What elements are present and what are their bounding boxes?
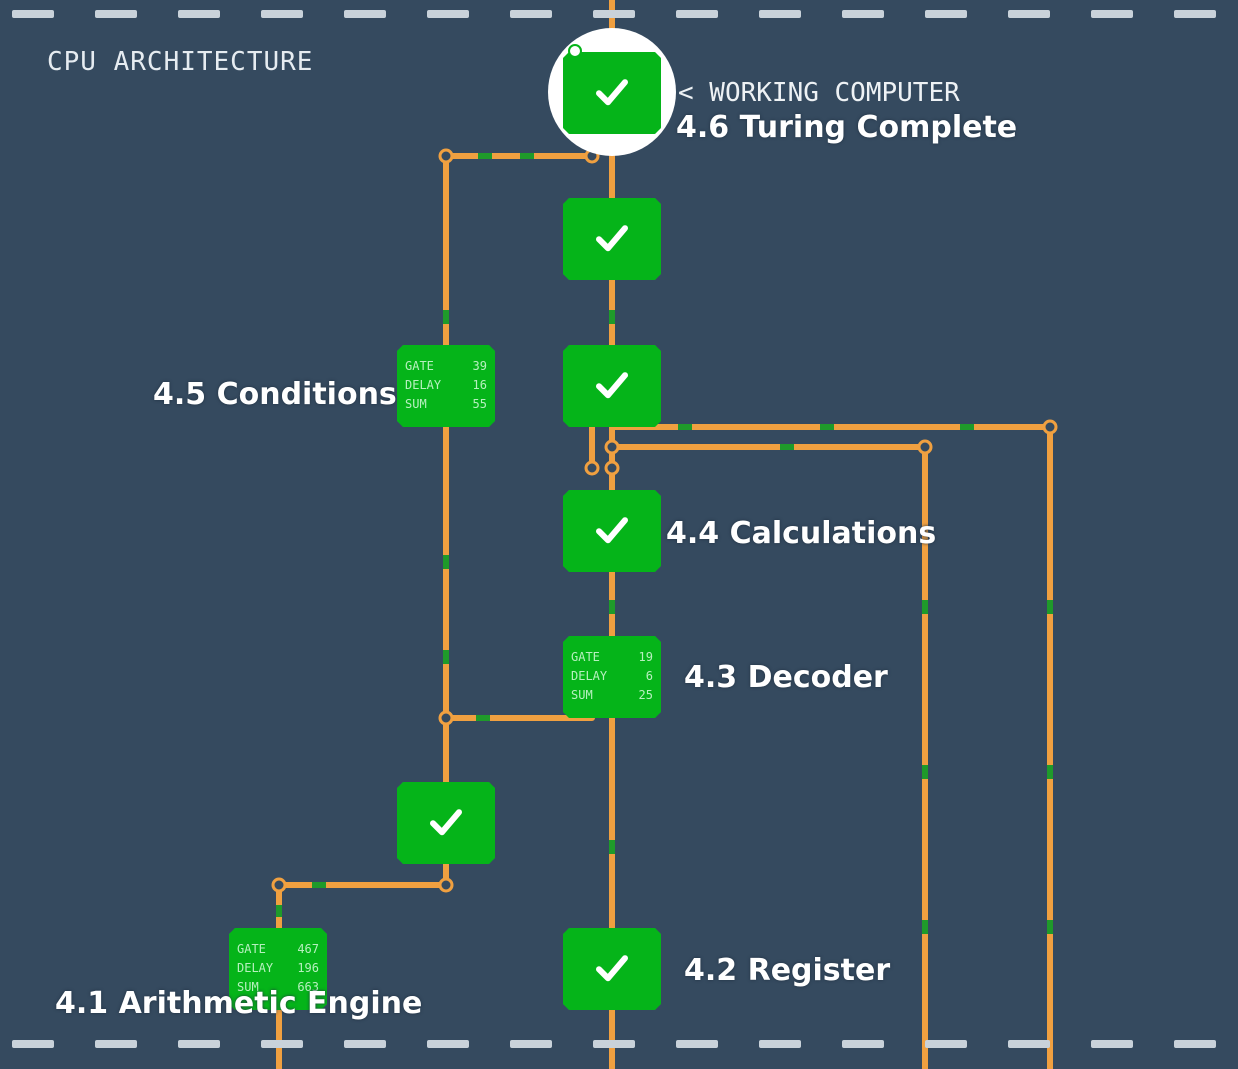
wire-joint [917,439,933,455]
divider-dash [344,1040,386,1048]
divider-dash [593,1040,635,1048]
divider-dash [925,1040,967,1048]
level-node-4-4[interactable] [563,490,661,572]
conditions-wire [443,153,595,721]
level-label-4-4: 4.4 Calculations [666,516,937,551]
wire-joint [271,877,287,893]
divider-dash [1091,1040,1133,1048]
section-title: CPU ARCHITECTURE [47,47,314,77]
checkmark-icon [596,79,628,106]
divider-dash [12,1040,54,1048]
wire-joint [438,877,454,893]
level-node-unlabeled-2[interactable] [563,345,661,427]
divider-dash [510,1040,552,1048]
divider-dash [593,10,635,18]
wire-joint [584,460,600,476]
checkmark-icon [596,955,628,982]
divider-dash [427,1040,469,1048]
wire-joint [438,710,454,726]
divider-dash [261,10,303,18]
divider-dash [676,10,718,18]
level-node-unlabeled-3[interactable] [397,782,495,864]
wire-joint [438,148,454,164]
checkmark-icon [596,372,628,399]
divider-dash [1091,10,1133,18]
wire-joint [1042,419,1058,435]
highlight-marker [568,44,582,58]
divider-dash [1008,1040,1050,1048]
divider-dash [925,10,967,18]
divider-dash [427,10,469,18]
divider-dash [1174,10,1216,18]
divider-dash [95,10,137,18]
level-label-4-6: 4.6 Turing Complete [676,110,1018,145]
bottom-divider [0,1040,1238,1048]
checkmark-icon [596,517,628,544]
level-label-4-3: 4.3 Decoder [684,660,888,695]
wire-joint [604,460,620,476]
level-label-4-2: 4.2 Register [684,953,891,988]
working-computer-link[interactable]: < WORKING COMPUTER [678,78,960,108]
divider-dash [510,10,552,18]
level-node-4-2[interactable] [563,928,661,1010]
divider-dash [759,10,801,18]
divider-dash [261,1040,303,1048]
divider-dash [1008,10,1050,18]
divider-dash [676,1040,718,1048]
level-label-4-1: 4.1 Arithmetic Engine [55,986,423,1021]
level-label-4-5: 4.5 Conditions [153,377,397,412]
checkmark-icon [430,809,462,836]
divider-dash [95,1040,137,1048]
divider-dash [1174,1040,1216,1048]
divider-dash [842,1040,884,1048]
divider-dash [12,10,54,18]
divider-dash [178,1040,220,1048]
divider-dash [344,10,386,18]
divider-dash [759,1040,801,1048]
divider-dash [178,10,220,18]
top-divider [0,10,1238,18]
level-node-unlabeled-1[interactable] [563,198,661,280]
wire-joint [604,439,620,455]
divider-dash [842,10,884,18]
level-node-4-6[interactable] [563,52,661,134]
checkmark-icon [596,225,628,252]
